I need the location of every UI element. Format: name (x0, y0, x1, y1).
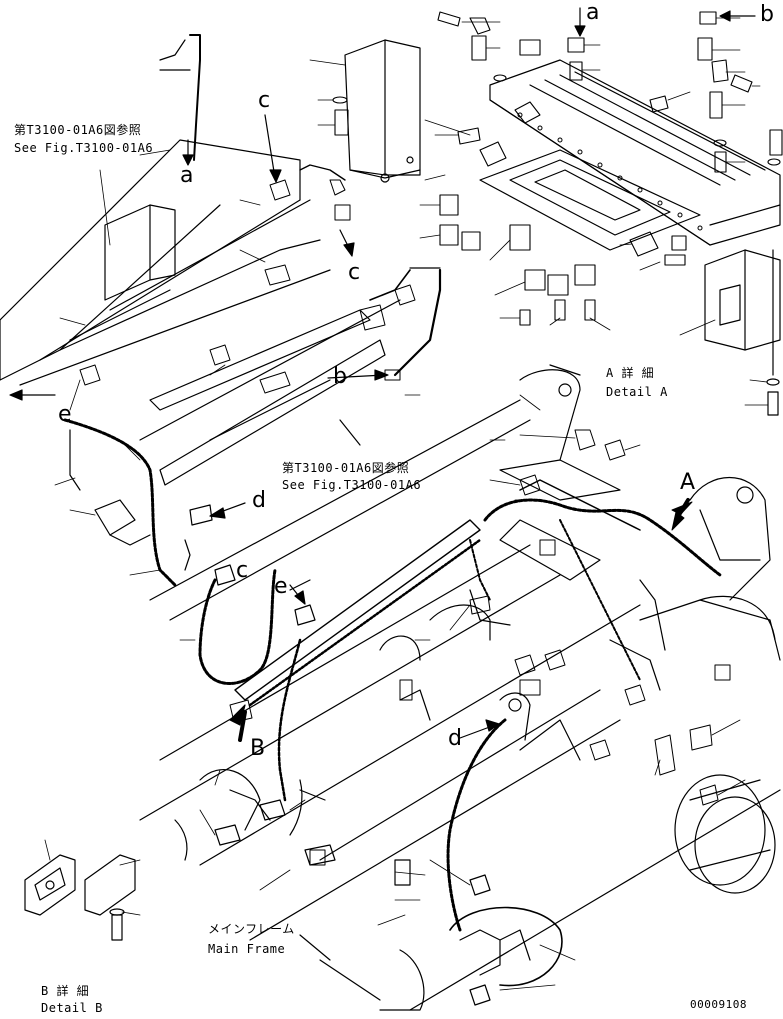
callout-c-mid: c (348, 260, 361, 285)
main-frame-label-jp: メインフレーム (208, 922, 295, 936)
detail-a-label-jp: A 詳 細 (606, 366, 655, 380)
callout-e-lower: e (274, 574, 289, 599)
detail-a-assembly (309, 7, 783, 416)
callout-a-top: a (586, 0, 600, 25)
reference-note-mid-en: See Fig.T3100-01A6 (282, 478, 422, 492)
callout-c-top: c (258, 88, 271, 113)
callout-a-arrow-label: A (680, 470, 696, 495)
main-frame-label-en: Main Frame (208, 942, 286, 956)
detail-b-label-en: Detail B (41, 1001, 103, 1015)
reference-note-top-en: See Fig.T3100-01A6 (14, 141, 154, 155)
drawing-number: 00009108 (690, 998, 747, 1011)
detail-b-label-jp: B 詳 細 (41, 984, 90, 998)
reference-note-top-jp: 第T3100-01A6図参照 (14, 123, 142, 137)
callout-b-top: b (760, 2, 775, 27)
callout-b-mid: b (333, 364, 348, 389)
reference-note-mid-jp: 第T3100-01A6図参照 (282, 461, 410, 475)
detail-a-label-en: Detail A (606, 385, 668, 399)
callout-b-arrow-label: B (250, 736, 266, 761)
callout-c-lower: c (236, 558, 249, 583)
callout-e-left: e (58, 402, 73, 427)
upper-left-assembly (0, 34, 442, 641)
callout-a-left: a (180, 163, 194, 188)
callout-d-lower: d (448, 726, 463, 751)
main-frame-assembly (24, 364, 781, 1011)
callout-d-mid: d (252, 488, 267, 513)
